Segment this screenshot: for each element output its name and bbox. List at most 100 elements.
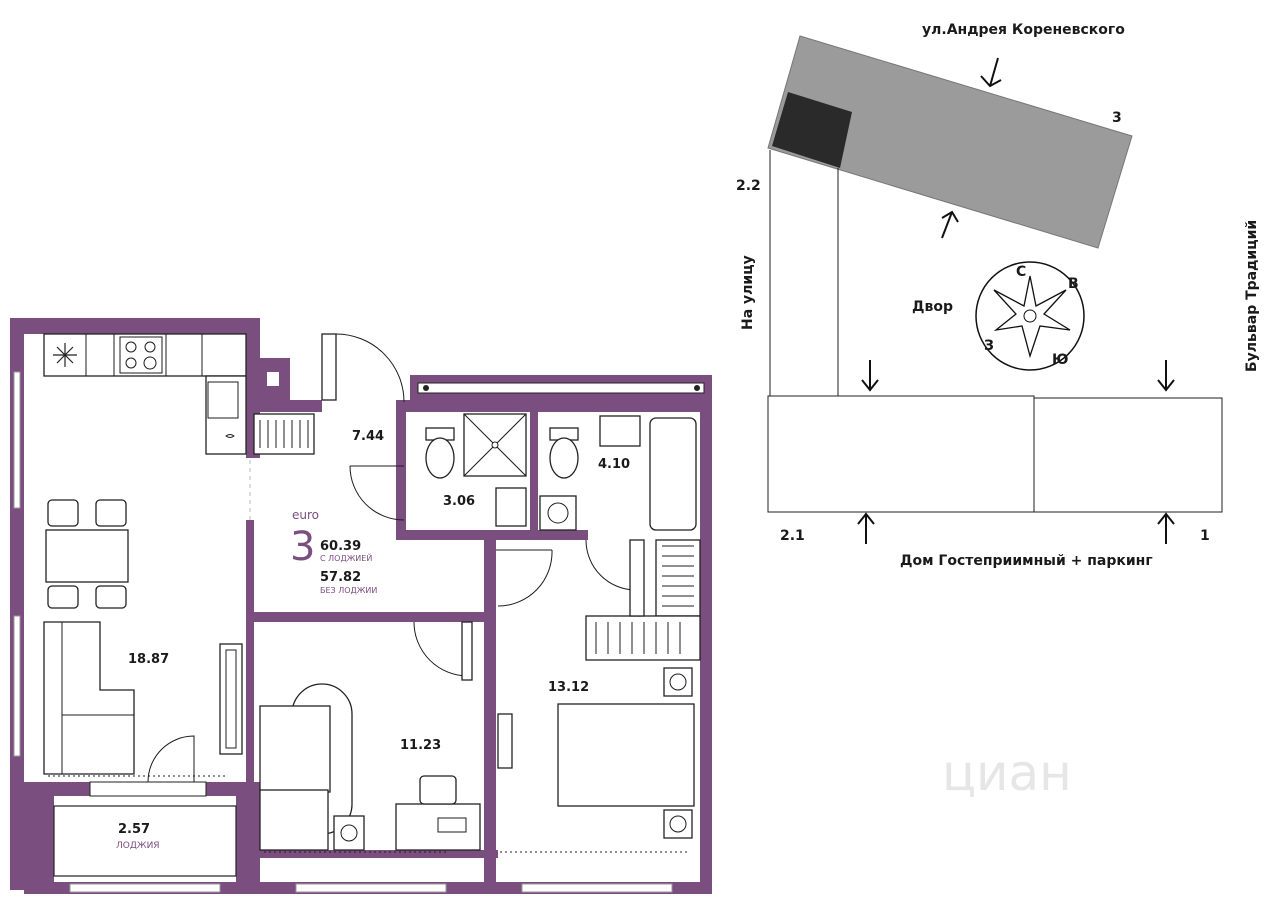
compass-south: Ю (1052, 352, 1068, 368)
wardrobe (655, 539, 701, 617)
washer-small (333, 815, 365, 851)
chair (95, 585, 127, 609)
area-without-loggia: 57.82 (320, 570, 361, 585)
area-without-label: БЕЗ ЛОДЖИИ (320, 586, 377, 595)
arrow-icon (857, 57, 1175, 544)
compass-icon (975, 261, 1085, 371)
loggia-door-frame (89, 781, 207, 797)
toilet-icon (549, 427, 579, 479)
floor-plan: 18.87 7.44 3.06 4.10 11.23 13.12 2.57 ЛО… (10, 318, 1072, 894)
wall-living-right (246, 520, 254, 782)
street-bottom-label: Дом Гостеприимный + паркинг (900, 553, 1153, 569)
top-rail (417, 382, 705, 394)
compass-east: В (1068, 276, 1079, 292)
compass-north: С (1016, 264, 1026, 280)
room-area-bath2: 4.10 (598, 457, 630, 472)
building-2-1 (767, 395, 1035, 513)
wall-bedroom1-bottom (248, 850, 498, 858)
watermark-logo: циан (942, 744, 1072, 802)
room-area-loggia: 2.57 (118, 822, 150, 837)
kitchen-counter (43, 333, 247, 377)
entrance-door-swing (335, 333, 405, 403)
building-label-2-2: 2.2 (736, 178, 761, 194)
room-area-hall: 7.44 (352, 429, 384, 444)
armchair (259, 705, 331, 793)
washing-machine (539, 495, 577, 531)
laptop-icon (437, 817, 467, 833)
bath-door (349, 465, 405, 521)
tv-icon (225, 649, 237, 749)
wardrobe (585, 615, 701, 661)
yard-label: Двор (912, 299, 953, 315)
window-loggia (69, 883, 221, 893)
nightstand (663, 667, 693, 697)
bath2-door (585, 539, 637, 591)
building-label-3: 3 (1112, 110, 1122, 126)
window-bedroom1 (295, 883, 447, 893)
kitchen-sink (207, 381, 239, 419)
window-living (13, 615, 21, 757)
wall-loggia-left (24, 796, 54, 894)
balcony-door (147, 735, 195, 783)
wall-bath-left (396, 400, 406, 538)
window-bedroom2 (521, 883, 673, 893)
wall-hall-top (252, 400, 322, 412)
chair (47, 585, 79, 609)
faucet-icon (225, 434, 235, 438)
desk-chair (419, 775, 457, 805)
toilet-icon (425, 427, 455, 479)
building-label-1: 1 (1200, 528, 1210, 544)
wall-bath-divider (530, 400, 538, 538)
room-area-living: 18.87 (128, 652, 169, 667)
wall-bath-bottom (396, 530, 588, 540)
area-with-loggia: 60.39 (320, 539, 361, 554)
sofa (43, 621, 135, 775)
bath-sink (599, 415, 641, 447)
site-plan: С В Ю З ул.Андрея Кореневского Дом Госте… (736, 22, 1260, 569)
street-left-label: На улицу (740, 255, 756, 330)
shelf (497, 713, 513, 769)
room-area-bath1: 3.06 (443, 494, 475, 509)
bedroom2-door (496, 549, 553, 607)
wall-top-left (10, 318, 260, 334)
kitchen-side-counter (205, 375, 247, 455)
room-area-bedroom2: 13.12 (548, 680, 589, 695)
rail-dot-right (694, 385, 700, 391)
window-kitchen (13, 371, 21, 509)
door-leaf (629, 539, 645, 617)
bed (557, 703, 695, 807)
compass-west: З (984, 338, 994, 354)
loggia-label: ЛОДЖИЯ (116, 841, 160, 851)
wall-loggia-right (236, 796, 260, 894)
loggia-area (53, 805, 237, 877)
door-leaf (461, 621, 473, 681)
wall-bedrooms-divider (484, 540, 496, 882)
apartment-type-label: euro (292, 508, 319, 522)
room-area-bedroom1: 11.23 (400, 738, 441, 753)
building-2-2-dark (772, 92, 852, 168)
entrance-door-leaf (321, 333, 337, 401)
chair (95, 499, 127, 527)
bedside (259, 789, 329, 851)
wall-baths-top (396, 400, 712, 412)
building-label-2-1: 2.1 (780, 528, 805, 544)
wall-bedroom1-top (254, 612, 494, 622)
stove-icon (119, 336, 163, 374)
building-3 (767, 35, 1133, 249)
area-with-label: С ЛОДЖИЕЙ (320, 552, 372, 563)
shaft-opening (267, 372, 279, 386)
building-1 (1033, 397, 1223, 513)
bedroom1-door (413, 621, 469, 677)
street-right-label: Бульвар Традиций (1244, 220, 1260, 372)
rail-dot-left (423, 385, 429, 391)
street-top-label: ул.Андрея Кореневского (922, 22, 1125, 38)
snowflake-icon (53, 343, 77, 367)
wall-right (700, 400, 712, 894)
nightstand (663, 809, 693, 839)
rooms-count: 3 (290, 524, 315, 570)
dining-table (45, 529, 129, 583)
chair (47, 499, 79, 527)
sink (495, 487, 527, 527)
bathtub (649, 417, 697, 531)
